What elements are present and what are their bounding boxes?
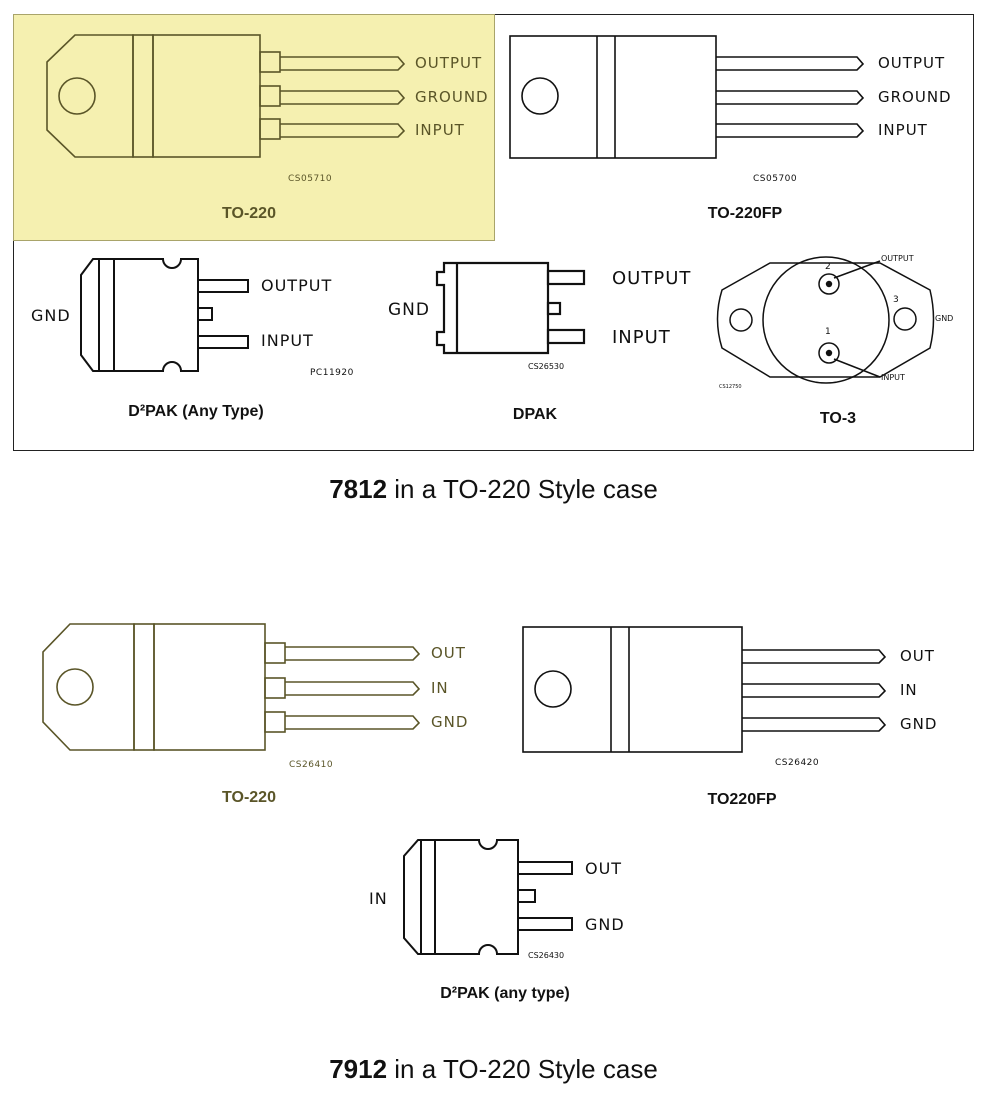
d2pak-drawing-code: PC11920 (310, 368, 354, 378)
to220-package-7912 (42, 623, 421, 751)
d2pak-7912-out-label: OUT (585, 859, 623, 878)
to220-pin-ground-label: GROUND (415, 88, 489, 106)
to3-pin3-number: 3 (893, 295, 899, 305)
figure-title-7912: 7912 in a TO-220 Style case (0, 1054, 987, 1085)
d2pak-output-label: OUTPUT (261, 276, 333, 295)
to3-gnd-label: GND (935, 314, 954, 323)
dpak-input-label: INPUT (612, 327, 671, 348)
dpak-output-label: OUTPUT (612, 268, 692, 289)
d2pak-caption: D²PAK (Any Type) (128, 403, 264, 420)
to220-7912-pin-out-label: OUT (431, 644, 466, 662)
to3-drawing-code: CS12750 (719, 384, 742, 390)
to3-pin2-number: 2 (825, 262, 831, 272)
title-rest-7912: in a TO-220 Style case (387, 1054, 658, 1084)
to220fp-7912-pin-in-label: IN (900, 681, 918, 699)
dpak-package-7812 (435, 261, 586, 355)
to220fp-caption: TO-220FP (707, 205, 783, 222)
to3-package-7812 (716, 256, 935, 384)
d2pak-gnd-label: GND (31, 306, 71, 325)
to3-output-label: OUTPUT (881, 254, 914, 263)
to220-7912-pin-in-label: IN (431, 679, 449, 697)
to220-7912-pin-gnd-label: GND (431, 713, 469, 731)
to3-caption: TO-3 (819, 410, 857, 427)
to220fp-package-7812 (509, 35, 865, 159)
to220fp-pin-output-label: OUTPUT (878, 54, 946, 72)
to220fp-7912-caption: TO220FP (707, 791, 777, 808)
title-rest-7812: in a TO-220 Style case (387, 474, 658, 504)
d2pak-7912-drawing-code: CS26430 (528, 951, 565, 960)
to220-caption: TO-220 (222, 205, 276, 222)
dpak-gnd-label: GND (388, 300, 430, 320)
dpak-caption: DPAK (512, 406, 558, 423)
to3-input-label: INPUT (881, 373, 905, 382)
to220fp-7912-drawing-code: CS26420 (775, 758, 820, 768)
title-part-7812: 7812 (329, 474, 388, 504)
d2pak-7912-caption: D²PAK (any type) (440, 985, 570, 1002)
to220fp-pin-ground-label: GROUND (878, 88, 952, 106)
to220-pin-output-label: OUTPUT (415, 54, 483, 72)
to220fp-7912-pin-gnd-label: GND (900, 715, 938, 733)
to220-7912-caption: TO-220 (222, 789, 276, 806)
to220-7912-drawing-code: CS26410 (289, 760, 334, 770)
figure-title-7812: 7812 in a TO-220 Style case (0, 474, 987, 505)
to220fp-pin-input-label: INPUT (878, 121, 928, 139)
to3-pin1-number: 1 (825, 327, 831, 337)
d2pak-7912-in-label: IN (369, 889, 388, 908)
title-part-7912: 7912 (329, 1054, 388, 1084)
to220fp-package-7912 (522, 626, 887, 753)
to220-package-7812 (46, 34, 406, 158)
to220fp-drawing-code: CS05700 (753, 174, 798, 184)
d2pak-input-label: INPUT (261, 331, 314, 350)
dpak-drawing-code: CS26530 (528, 362, 565, 371)
to220-pin-input-label: INPUT (415, 121, 465, 139)
d2pak-7912-gnd-label: GND (585, 915, 625, 934)
d2pak-package-7812 (80, 258, 249, 372)
d2pak-package-7912 (403, 839, 573, 955)
to220fp-7912-pin-out-label: OUT (900, 647, 935, 665)
to220-highlight-7812 (13, 14, 495, 241)
to220-drawing-code: CS05710 (288, 174, 333, 184)
